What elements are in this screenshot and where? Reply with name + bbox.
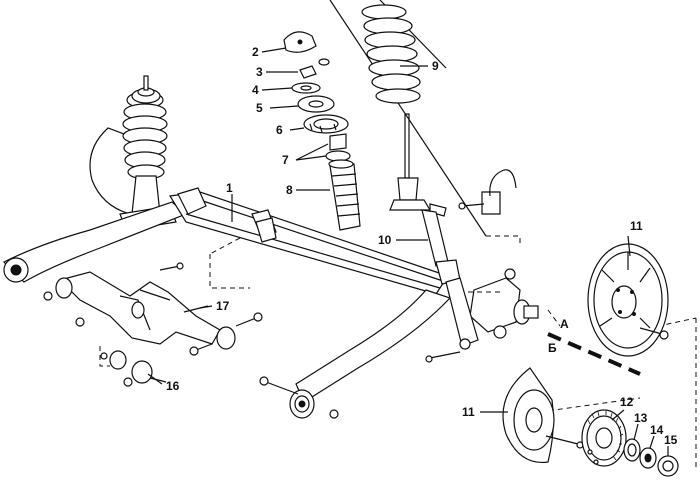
- callout-13: 13: [634, 411, 648, 425]
- brake-backing-plate-b: [480, 367, 584, 464]
- callout-7: 7: [282, 153, 289, 167]
- brake-backing-plate-a: [587, 243, 669, 357]
- callout-6: 6: [276, 123, 283, 137]
- callout-3: 3: [256, 65, 263, 79]
- callout-10: 10: [378, 233, 392, 247]
- left-strut-assembly: [89, 75, 177, 231]
- callout-12: 12: [620, 395, 634, 409]
- callout-11-bottom: 11: [462, 405, 475, 419]
- mounting-bracket: [43, 262, 263, 387]
- variant-label-a: А: [560, 317, 569, 331]
- hub-assembly: [581, 409, 679, 477]
- callout-11-top: 11: [630, 219, 643, 233]
- callout-5: 5: [256, 101, 263, 115]
- callout-15: 15: [664, 433, 678, 447]
- strut-mount-stack: [261, 31, 361, 231]
- rear-coil-spring: [329, 0, 487, 237]
- callout-labels: 1 2 3 4 5 6 7 8 9 10 11 11 12 13 14 15 1…: [166, 45, 678, 447]
- rear-axle-beam: [2, 169, 539, 419]
- callout-16: 16: [166, 379, 180, 393]
- shock-absorber: [389, 113, 479, 363]
- callout-14: 14: [650, 423, 664, 437]
- callout-8: 8: [286, 183, 293, 197]
- variant-label-b: Б: [548, 341, 557, 355]
- callout-4: 4: [252, 83, 259, 97]
- callout-2: 2: [252, 45, 259, 59]
- callout-17: 17: [216, 299, 230, 313]
- callout-1: 1: [226, 181, 233, 195]
- callout-9: 9: [432, 59, 439, 73]
- leader-lines: [147, 65, 631, 385]
- dashed-guides: [99, 235, 697, 470]
